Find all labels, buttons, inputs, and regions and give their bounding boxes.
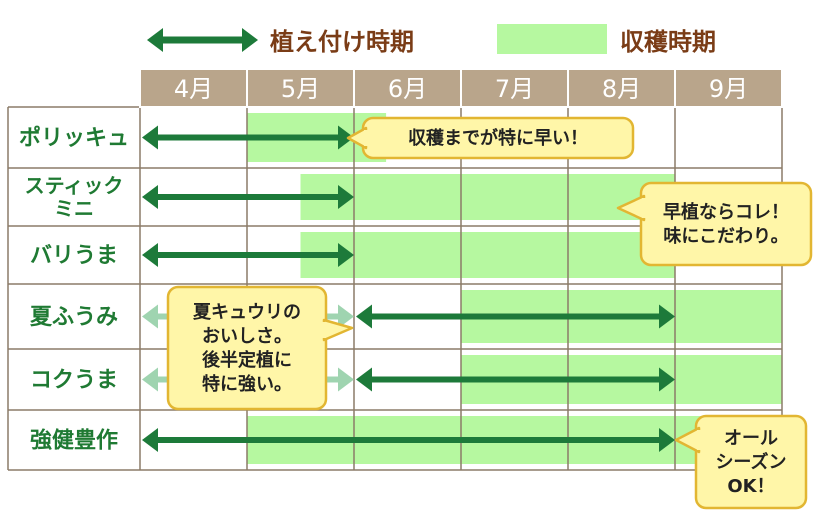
- legend-harvest-swatch: [497, 24, 607, 54]
- callout-1: 早植ならコレ！味にこだわり。: [616, 181, 813, 267]
- row-label-5: 強健豊作: [30, 428, 118, 454]
- callout-box-2: [166, 285, 328, 411]
- planting-arrow-row4-1: [356, 367, 675, 392]
- month-header-cell-2: [353, 68, 462, 108]
- legend-harvest-label: 収穫時期: [620, 28, 716, 56]
- callout-text-1: 早植ならコレ！味にこだわり。: [663, 201, 789, 247]
- month-header-cell-3: [460, 68, 569, 108]
- month-header-cell-5: [674, 68, 783, 108]
- planting-arrow-row2-0: [142, 243, 354, 267]
- planting-arrow-row3-1: [356, 304, 675, 329]
- planting-arrow-row1-0: [142, 185, 354, 209]
- row-label-3: 夏ふうみ: [30, 305, 118, 330]
- month-label-2: 6月: [388, 75, 427, 103]
- month-label-5: 9月: [709, 75, 748, 103]
- harvest-bar-row2-0: [300, 232, 675, 278]
- planting-arrow-row0-0: [142, 125, 354, 150]
- legend-planting-label: 植え付け時期: [270, 28, 414, 56]
- month-label-4: 8月: [602, 75, 641, 103]
- callout-0: 収穫までが特に早い！: [346, 116, 635, 160]
- callout-box-1: [639, 181, 813, 267]
- planting-arrow-row5-0: [142, 428, 675, 452]
- row-label-1: スティックミニ: [25, 174, 124, 221]
- month-label-1: 5月: [281, 75, 320, 103]
- harvest-bar-row1-0: [300, 174, 675, 220]
- legend-planting-arrow: [147, 28, 258, 52]
- callout-text-2: 夏キュウリのおいしさ。後半定植に特に強い。: [193, 302, 301, 395]
- callout-2: 夏キュウリのおいしさ。後半定植に特に強い。: [166, 285, 354, 411]
- callout-tail-2: [322, 318, 354, 342]
- callout-box-3: [694, 414, 808, 510]
- row-label-0: ポリッキュ: [19, 125, 129, 151]
- month-label-3: 7月: [495, 75, 534, 103]
- month-label-0: 4月: [174, 75, 213, 103]
- row-label-2: バリうま: [30, 244, 118, 269]
- month-header-cell-4: [567, 68, 676, 108]
- callout-text-0: 収穫までが特に早い！: [408, 127, 588, 149]
- row-label-4: コクうま: [30, 368, 118, 393]
